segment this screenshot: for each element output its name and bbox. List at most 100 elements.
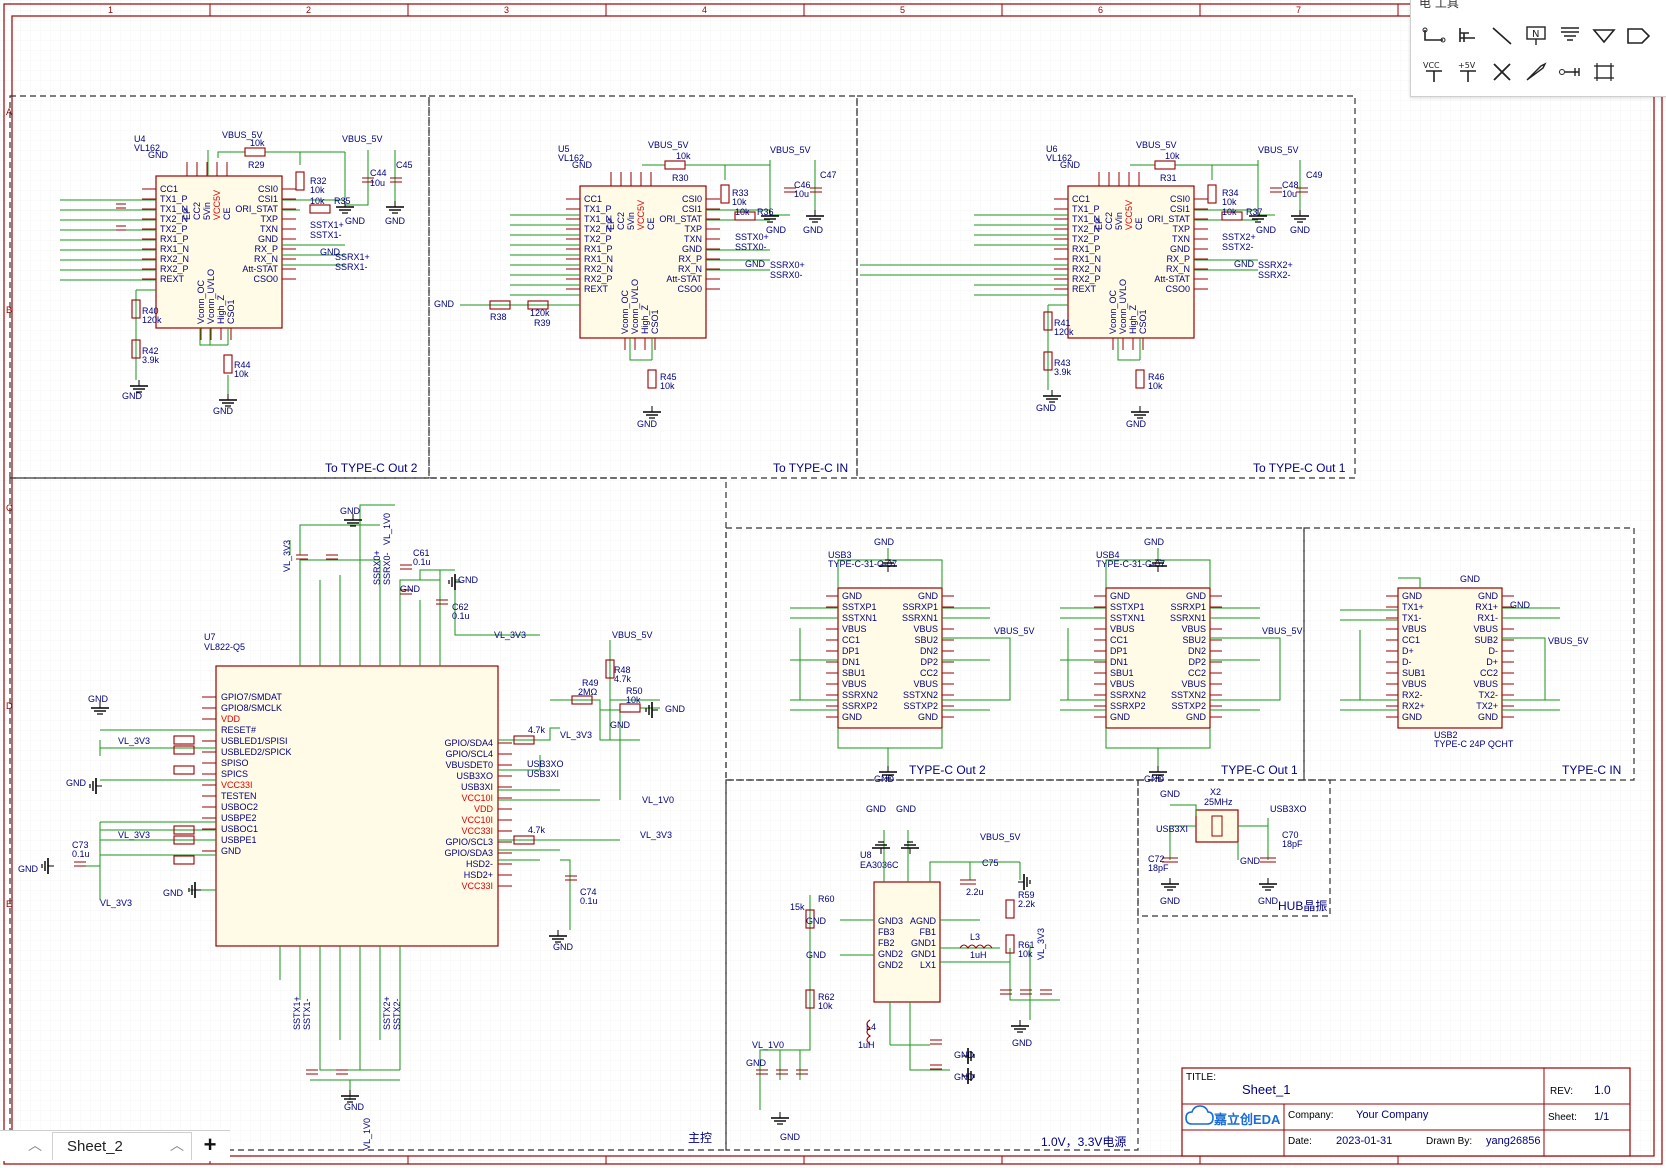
usb3-body[interactable] [837,587,943,729]
redriver-pin-left: RX1_N [160,244,189,254]
col-6: 6 [1098,5,1103,15]
pin-tool-button[interactable] [1555,58,1585,86]
tab-scroll-left-icon[interactable]: ︿ [28,1138,42,1154]
port-tool-button[interactable] [1623,22,1653,50]
text-mark: VBUS_5V [770,145,811,155]
u8-body[interactable] [873,881,941,1003]
text-mark: N [1532,29,1539,40]
u4-body[interactable] [155,175,283,329]
redriver-pin-top: CE [646,217,656,230]
wire-tool-button[interactable] [1419,22,1449,50]
redriver-pin-left: TX1_N [584,214,612,224]
redriver-pin-bottom: CSO1 [226,299,236,324]
usb2-body[interactable] [1397,587,1503,729]
text-mark: SSTX2+ [382,996,392,1030]
usb-connector-usb2[interactable]: USB2 TYPE-C 24P QCHT GNDTX1+TX1-VBUSCC1D… [1386,587,1514,749]
redriver-u5[interactable]: U5 VL162 CC1TX1_PTX1_NTX2_NTX2_PRX1_PRX1… [558,144,720,350]
section-label-hub-xtal: HUB晶振 [1278,899,1327,913]
hub-controller-u7[interactable]: U7 VL822-Q5 GPIO7/SMDATGPIO8/SMCLKVDDRES… [202,632,512,947]
u4-part: VL162 [134,143,160,153]
text-mark: C73 [72,840,89,850]
usb-pin-right: GND [918,712,939,722]
redriver-u4[interactable]: U4 VL162 CC1TX1_PTX1_NTX2_NTX2_PRX1_PRX1… [134,134,296,340]
add-sheet-button[interactable]: + [203,1132,217,1157]
usb-pin-right: GND [1186,712,1207,722]
usb-connector-usb4[interactable]: USB4 TYPE-C-31-G-07 GNDSSTXP1SSTXN1VBUSC… [1094,550,1222,729]
usb-pin-left: CC1 [1110,635,1128,645]
usb-pin-right: RX1+ [1475,602,1498,612]
redriver-pin-top: EP [182,208,192,220]
netport-tool-button[interactable] [1589,22,1619,50]
text-mark: TYPE-C 24P QCHT [1434,739,1514,749]
text-mark: SSTX1+ [310,220,344,230]
path-mark [1460,70,1476,82]
hub-crystal-x2[interactable]: X2 25MHz [1195,787,1239,843]
usb-pin-left: SSRXN2 [1110,690,1146,700]
text-mark: SSRX2+ [1258,260,1293,270]
eda-logo-text: 嘉立创EDA [1213,1112,1281,1127]
u7-body[interactable] [215,665,499,947]
usb-pin-left: VBUS [1402,624,1427,634]
vcc-tool-button[interactable]: VCC [1419,58,1449,86]
probe-tool-button[interactable] [1521,58,1551,86]
text-mark: R48 [614,665,631,675]
text-mark: VL_3V3 [494,630,526,640]
net-label-tool-button[interactable]: N [1521,22,1551,50]
text-mark: VL_1V0 [642,795,674,805]
tab-sheet-2[interactable]: Sheet_2 [52,1132,192,1160]
xtal-wiring [1169,804,1269,860]
redriver-pin-left: TX2_P [160,224,188,234]
u7-pin-right: VCC33I [461,881,493,891]
x2-body[interactable] [1195,809,1239,843]
u7-pin-right: VCC33I [461,826,493,836]
redriver-pin-left: RX1_P [160,234,189,244]
drawn-label: Drawn By: [1426,1136,1472,1147]
redriver-u6[interactable]: U6 VL162 CC1TX1_PTX1_NTX2_NTX2_PRX1_PRX1… [1046,144,1208,350]
usb-pin-left: SSTXP1 [1110,602,1145,612]
text-mark: SSRX2- [1258,270,1291,280]
line-tool-button[interactable] [1487,22,1517,50]
plus5v-tool-button[interactable]: +5V [1453,58,1483,86]
u6-body[interactable] [1067,185,1195,339]
u7-pin-left: SPISO [221,758,249,768]
section-label-typec-out1: TYPE-C Out 1 [1221,763,1298,777]
col-5: 5 [900,5,905,15]
tab-scroll-up-icon[interactable]: ︿ [170,1138,184,1154]
redriver-pin-right: GND [1170,244,1191,254]
rect-mark [244,147,266,157]
row-d: D [6,701,13,711]
usb4-body[interactable] [1105,587,1211,729]
circle-mark [1422,27,1428,33]
redriver-pin-left: RX2_N [1072,264,1101,274]
text-mark: GND [866,804,887,814]
ground-tool-button[interactable] [1555,22,1585,50]
path-mark [883,830,1021,882]
redriver-pin-left: RX2_P [584,274,613,284]
usb-pin-left: VBUS [1110,679,1135,689]
u7-wiring [80,504,660,1100]
redriver-pin-top: 5Vin [1114,212,1124,230]
u4-left-pins: CC1TX1_PTX1_NTX2_NTX2_PRX1_PRX1_NRX2_NRX… [142,184,189,284]
usb-pin-right: VBUS [1473,624,1498,634]
redriver-pin-left: RX1_N [584,254,613,264]
box-tool-button[interactable] [1589,58,1619,86]
path-mark [942,607,1011,711]
bus-tool-button[interactable] [1453,22,1483,50]
text-mark: GND [1460,574,1481,584]
redriver-pin-left: CC1 [584,194,602,204]
usb-connector-usb3[interactable]: USB3 TYPE-C-31-G-07 GNDSSTXP1SSTXN1VBUSC… [826,550,954,729]
usb-pin-left: SSRXP2 [842,701,878,711]
rect-mark [805,989,815,1009]
rect-mark [173,735,195,745]
section-label-out1: To TYPE-C Out 1 [1253,461,1346,475]
rect-mark [1005,934,1015,954]
redriver-pin-right: ORI_STAT [235,204,278,214]
circle-mark [1440,37,1446,43]
text-mark: 10u [794,189,809,199]
no-connect-tool-button[interactable] [1487,58,1517,86]
text-mark: VL_1V0 [362,1118,372,1150]
text-mark: R39 [534,318,551,328]
u5-body[interactable] [579,185,707,339]
